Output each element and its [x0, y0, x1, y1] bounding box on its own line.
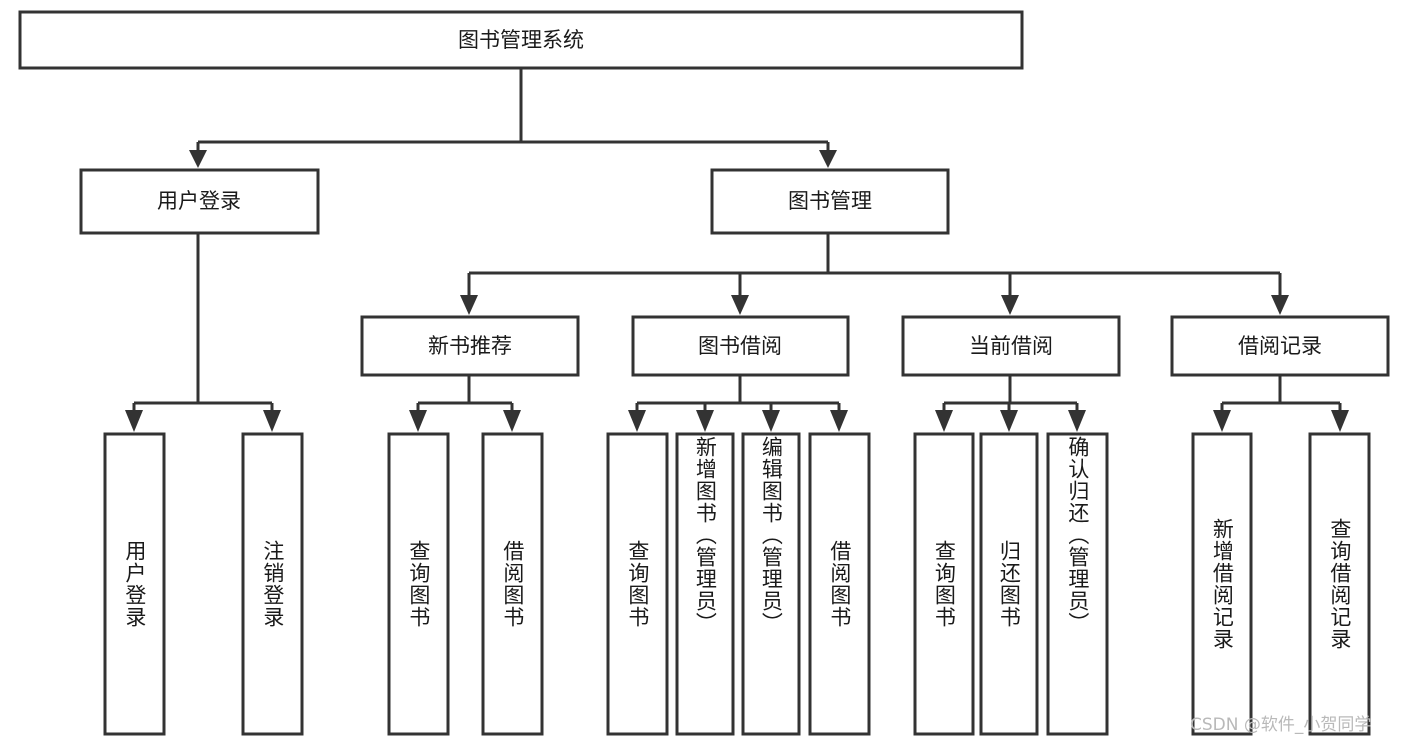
connector-group-bookborrow-to-leaves: [628, 375, 848, 432]
connector-group-newbook-to-leaves: [409, 375, 521, 432]
leaf-group-book-borrow: [606, 432, 871, 736]
node-book-borrow[interactable]: 图书借阅: [631, 315, 850, 377]
node-box-leaf-user-login-2[interactable]: [241, 432, 304, 736]
arrow-icon-currentborrow-leaf-2: [1000, 410, 1018, 432]
node-box-borrow-record[interactable]: [1170, 315, 1390, 377]
arrow-icon-currentborrow-leaf-3: [1068, 410, 1086, 432]
node-label-new-book-recommend: 新书推荐: [428, 334, 512, 358]
node-new-book-recommend[interactable]: 新书推荐: [360, 315, 580, 377]
node-box-leaf-book-borrow-4[interactable]: [808, 432, 871, 736]
arrow-icon-userlogin-leaf-1: [125, 410, 143, 432]
node-box-leaf-borrow-record-1[interactable]: [1191, 432, 1253, 736]
node-box-new-book-recommend[interactable]: [360, 315, 580, 377]
node-label-root: 图书管理系统: [458, 28, 584, 52]
leaf-group-current-borrow: [913, 432, 1109, 736]
node-box-root[interactable]: [18, 10, 1024, 70]
arrow-icon-newbook-leaf-2: [503, 410, 521, 432]
leaf-group-new-book-recommend: [387, 432, 544, 736]
connector-group-borrowrecord-to-leaves: [1213, 375, 1349, 432]
node-box-current-borrow[interactable]: [901, 315, 1121, 377]
node-box-leaf-current-borrow-2[interactable]: [979, 432, 1039, 736]
node-label-book-manage: 图书管理: [788, 189, 872, 213]
node-box-user-login[interactable]: [79, 168, 320, 235]
arrow-icon-bookborrow-leaf-3: [762, 410, 780, 432]
node-root-system[interactable]: 图书管理系统: [18, 10, 1024, 70]
arrow-icon-borrowrecord-leaf-2: [1331, 410, 1349, 432]
node-box-leaf-book-borrow-1[interactable]: [606, 432, 669, 736]
node-box-book-manage[interactable]: [710, 168, 950, 235]
node-box-leaf-new-book-2[interactable]: [481, 432, 544, 736]
node-box-leaf-book-borrow-3[interactable]: [741, 432, 801, 736]
node-box-leaf-new-book-1[interactable]: [387, 432, 450, 736]
leaf-group-user-login: [103, 432, 304, 736]
node-label-book-borrow: 图书借阅: [698, 334, 782, 358]
arrow-icon-borrowrecord-leaf-1: [1213, 410, 1231, 432]
node-book-manage[interactable]: 图书管理: [710, 168, 950, 235]
node-box-leaf-current-borrow-1[interactable]: [913, 432, 975, 736]
node-box-leaf-current-borrow-3[interactable]: [1046, 432, 1109, 736]
node-box-leaf-book-borrow-2[interactable]: [675, 432, 735, 736]
arrow-icon-currentborrow-leaf-1: [935, 410, 953, 432]
node-label-borrow-record: 借阅记录: [1238, 334, 1322, 358]
node-box-leaf-user-login-1[interactable]: [103, 432, 166, 736]
node-label-user-login: 用户登录: [157, 189, 241, 213]
connector-group-bookmanage-to-level3: [460, 233, 1289, 315]
node-current-borrow[interactable]: 当前借阅: [901, 315, 1121, 377]
connector-group-currentborrow-to-leaves: [935, 375, 1086, 432]
arrow-icon-to-book-manage: [819, 150, 837, 168]
arrow-icon-to-current-borrow: [1001, 295, 1019, 315]
leaf-group-borrow-record: [1191, 432, 1371, 736]
node-label-current-borrow: 当前借阅: [969, 334, 1053, 358]
arrow-icon-bookborrow-leaf-4: [830, 410, 848, 432]
arrow-icon-userlogin-leaf-2: [263, 410, 281, 432]
node-box-book-borrow[interactable]: [631, 315, 850, 377]
connector-group-root-to-level2: [189, 68, 837, 168]
arrow-icon-newbook-leaf-1: [409, 410, 427, 432]
node-borrow-record[interactable]: 借阅记录: [1170, 315, 1390, 377]
connector-group-userlogin-to-leaves: [125, 233, 281, 432]
arrow-icon-to-new-book: [460, 295, 478, 315]
arrow-icon-bookborrow-leaf-2: [696, 410, 714, 432]
node-box-leaf-borrow-record-2[interactable]: [1308, 432, 1371, 736]
node-user-login[interactable]: 用户登录: [79, 168, 320, 235]
arrow-icon-to-user-login: [189, 150, 207, 168]
arrow-icon-to-book-borrow: [731, 295, 749, 315]
arrow-icon-bookborrow-leaf-1: [628, 410, 646, 432]
arrow-icon-to-borrow-record: [1271, 295, 1289, 315]
